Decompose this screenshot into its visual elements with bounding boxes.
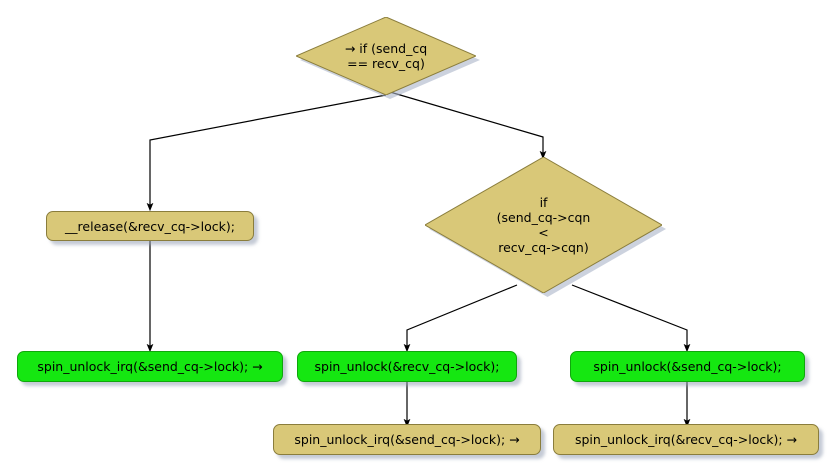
process-node-spin-unlock-recv-cq[interactable]: spin_unlock(&recv_cq->lock);	[297, 351, 517, 382]
diamond-face	[425, 157, 662, 293]
process-label: spin_unlock(&send_cq->lock);	[593, 359, 782, 374]
process-label: spin_unlock_irq(&send_cq->lock); →	[294, 432, 520, 447]
decision-node-send-cqn-less-than-recv-cqn[interactable]: if (send_cq->cqn < recv_cq->cqn)	[425, 157, 666, 297]
process-node-release-recv-cq-lock[interactable]: __release(&recv_cq->lock);	[46, 211, 254, 241]
process-node-spin-unlock-irq-recv-cq-bottom[interactable]: spin_unlock_irq(&recv_cq->lock); →	[553, 424, 819, 455]
decision-label: → if (send_cq == recv_cq)	[344, 41, 428, 71]
edge-d2-to-g3	[571, 284, 691, 353]
edge-d1-to-d2	[389, 91, 547, 160]
process-node-spin-unlock-irq-send-cq-bottom[interactable]: spin_unlock_irq(&send_cq->lock); →	[273, 424, 541, 455]
decision-node-send-cq-equals-recv-cq[interactable]: → if (send_cq == recv_cq)	[296, 17, 480, 99]
process-node-spin-unlock-irq-send-cq-left[interactable]: spin_unlock_irq(&send_cq->lock); →	[17, 351, 283, 382]
process-label: __release(&recv_cq->lock);	[65, 218, 235, 234]
diamond-face	[296, 17, 476, 95]
process-label: spin_unlock(&recv_cq->lock);	[314, 359, 500, 374]
decision-label: if (send_cq->cqn < recv_cq->cqn)	[496, 195, 591, 255]
edge-d2-to-g2	[403, 284, 518, 353]
process-label: spin_unlock_irq(&send_cq->lock); →	[37, 359, 263, 374]
edge-d1-to-release	[146, 94, 387, 212]
process-label: spin_unlock_irq(&recv_cq->lock); →	[574, 432, 797, 447]
process-node-spin-unlock-send-cq[interactable]: spin_unlock(&send_cq->lock);	[570, 351, 805, 382]
